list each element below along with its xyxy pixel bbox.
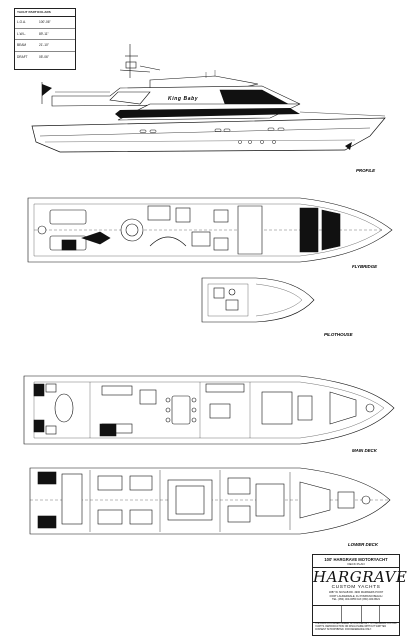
lower-deck-label: LOWER DECK: [348, 542, 379, 547]
hargrave-logo: HARGRAVE: [313, 568, 408, 586]
disclaimer-text: THE DATA CONTAINED HEREIN IS PROPRIETARY…: [315, 623, 397, 631]
logo-subtitle: CUSTOM YACHTS: [331, 585, 381, 590]
stern-flag: [41, 82, 52, 104]
lower-deck-plan: [29, 467, 391, 535]
particulars-heading: YACHT PARTICULARS: [15, 9, 75, 17]
pilothouse-plan: [201, 277, 315, 323]
flybridge-label: FLYBRIDGE: [352, 264, 378, 269]
particulars-row: L.W.L.89'-11": [15, 29, 75, 40]
profile-label: PROFILE: [356, 168, 376, 173]
anchor-icon: [345, 142, 352, 150]
deck-rails: [55, 70, 386, 117]
drawing-title: 100' HARGRAVE MOTORYACHT: [324, 557, 388, 562]
particulars-row: L.O.A.100'-06": [15, 17, 75, 29]
title-block: 100' HARGRAVE MOTORYACHT DECK PLAN HARGR…: [312, 554, 408, 636]
hull-name-label: King Baby: [168, 96, 198, 102]
portholes: [139, 127, 285, 144]
main-deck-plan: [23, 375, 395, 445]
flybridge-plan: [27, 197, 393, 263]
main-deck-label: MAIN DECK: [352, 448, 378, 453]
profile-hull: [31, 117, 386, 153]
mast-antenna: [119, 44, 161, 78]
drawing-subtitle: DECK PLAN: [313, 562, 399, 568]
yacht-particulars-table: YACHT PARTICULARS L.O.A.100'-06" L.W.L.8…: [14, 8, 76, 70]
window-band: [115, 108, 300, 118]
company-address: 1887 W. MCNAB RD. 4900 MARINERS POINT FO…: [328, 591, 384, 602]
pilothouse-label: PILOTHOUSE: [324, 332, 354, 337]
revision-grid: [313, 605, 399, 623]
